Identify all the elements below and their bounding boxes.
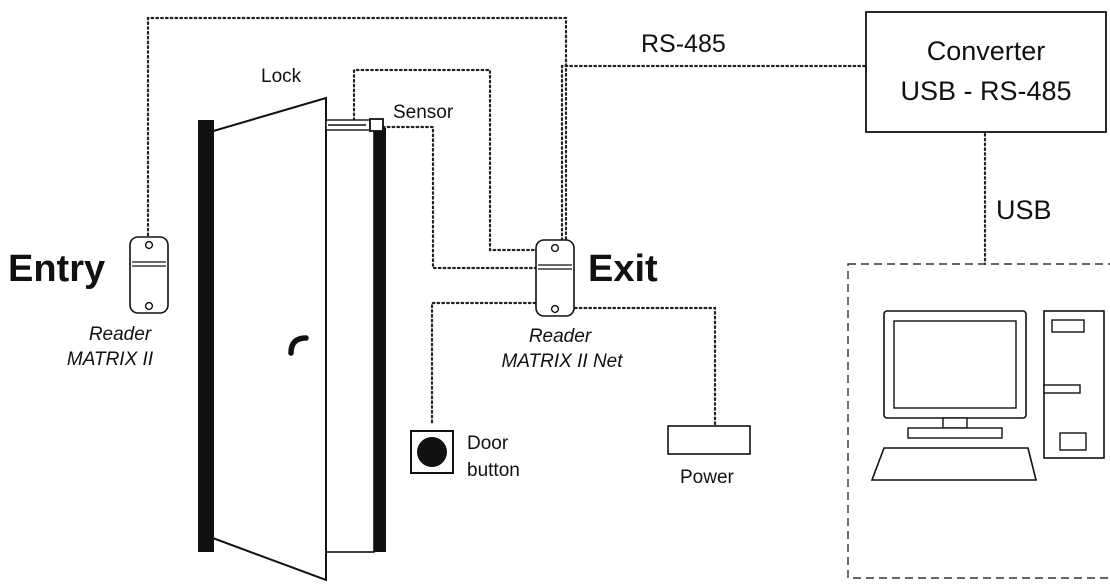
converter-label-line2: USB - RS-485 (900, 76, 1071, 106)
wire-entry-reader (146, 16, 568, 242)
door-handle (288, 335, 309, 356)
door-button-label-line1: Door (467, 433, 509, 454)
wire-power (573, 306, 717, 427)
rs485-label: RS-485 (641, 30, 726, 58)
sensor-label: Sensor (393, 102, 454, 123)
entry-reader-icon (129, 236, 169, 314)
desktop-computer-icon (870, 310, 1105, 481)
converter-label-line1: Converter (927, 36, 1046, 66)
door-leaf (209, 96, 327, 582)
door-button-icon (410, 430, 454, 474)
wire-rs485 (560, 64, 870, 242)
door-opening (325, 123, 375, 553)
exit-reader-icon (535, 239, 575, 317)
door-button-label-line2: button (467, 460, 520, 481)
computer-zone (847, 263, 1110, 579)
power-label: Power (680, 467, 735, 488)
door-icon (198, 96, 386, 582)
reader-exit-line1: Reader (529, 326, 592, 347)
reader-entry-line1: Reader (89, 324, 152, 345)
power-supply-icon (667, 425, 751, 455)
converter-box (865, 11, 1107, 133)
sensor-device (369, 118, 384, 132)
wiring (146, 16, 987, 427)
wire-door-button (430, 301, 542, 427)
lock-label: Lock (261, 66, 302, 87)
wire-sensor (381, 125, 542, 270)
entry-label: Entry (8, 248, 105, 290)
usb-label: USB (996, 195, 1052, 225)
reader-entry-line2: MATRIX II (67, 349, 154, 370)
wire-lock (352, 68, 542, 252)
reader-exit-line2: MATRIX II Net (501, 351, 623, 372)
exit-label: Exit (588, 248, 658, 290)
